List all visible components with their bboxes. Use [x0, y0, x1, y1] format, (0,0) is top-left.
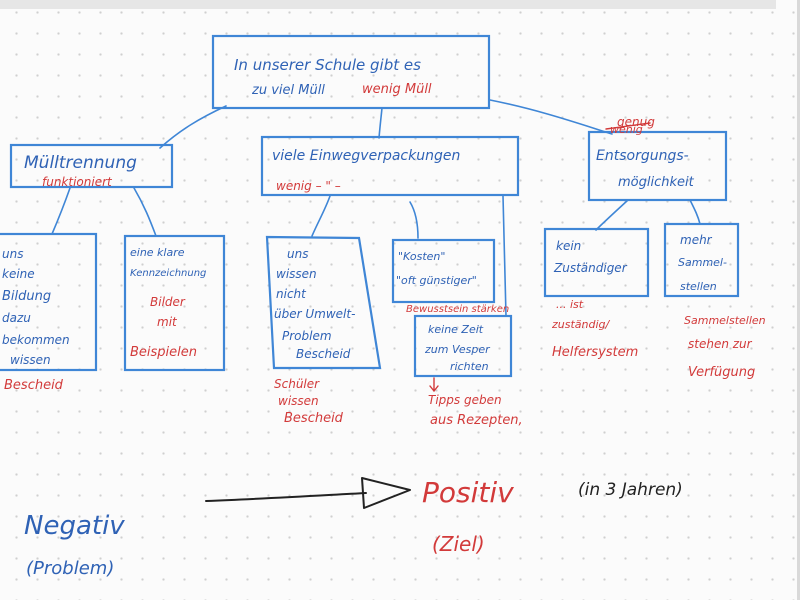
main-box-frame[interactable] — [211, 34, 491, 110]
legend-negativ: Negativ — [24, 511, 125, 541]
child-umweltproblem-line5: Problem — [282, 329, 332, 343]
connector-main-to-entsorgung — [489, 99, 613, 135]
node-einweg-correction: wenig – " – — [276, 179, 341, 193]
child-sammelstellen-line2: Sammel- — [678, 256, 727, 269]
child-kosten-frame[interactable] — [391, 238, 496, 304]
main-box-line1: In unserer Schule gibt es — [234, 56, 421, 74]
node-entsorgung-struck: wenig — [610, 123, 643, 136]
child-sammelstellen-correction2: stehen zur — [688, 337, 753, 351]
child-keine-zeit-correction2: aus Rezepten, — [430, 413, 523, 428]
node-einweg-label: viele Einwegverpackungen — [272, 148, 460, 164]
legend-positiv: Positiv — [422, 476, 514, 509]
arrow-down-icon — [429, 377, 439, 393]
connector-muell-to-child2 — [133, 187, 157, 237]
connector-entsorgung-to-child2 — [689, 199, 701, 225]
child-kosten-line2: "oft günstiger" — [396, 274, 477, 287]
child-kennzeichnung-line2: Kennzeichnung — [130, 268, 206, 279]
child-sammelstellen-frame[interactable] — [663, 222, 740, 298]
arrow-right-icon — [205, 492, 367, 502]
node-muelltrennung-correction: funktioniert — [42, 175, 113, 189]
strike-line — [605, 122, 651, 130]
connector-entsorgung-to-child1 — [595, 199, 629, 231]
child-keine-bildung-line1: uns — [2, 247, 23, 261]
child-umweltproblem-line2: wissen — [276, 267, 317, 281]
child-keine-bildung-line6: wissen — [10, 353, 51, 367]
main-box-correction: wenig Müll — [362, 82, 432, 97]
child-kennzeichnung-line1: eine klare — [130, 246, 185, 259]
child-keine-bildung-line4: dazu — [2, 311, 31, 325]
child-zustaendiger-line2: Zuständiger — [553, 261, 628, 275]
child-sammelstellen-line3: stellen — [680, 280, 717, 293]
node-entsorgung-correction: genug — [617, 115, 655, 129]
child-keine-bildung-line2: keine — [2, 267, 35, 281]
connector-main-to-einweg — [378, 107, 383, 139]
child-zustaendiger-correction3: Helfersystem — [552, 345, 638, 360]
child-zustaendiger-line1: kein — [556, 239, 581, 253]
connector-einweg-to-child1 — [311, 195, 331, 237]
child-umweltproblem-line1: uns — [287, 247, 308, 261]
top-toolbar-strip — [0, 0, 776, 9]
legend-negativ-sub: (Problem) — [26, 558, 114, 579]
child-keine-bildung-line3: Bildung — [2, 289, 51, 304]
connector-einweg-to-child2 — [409, 201, 419, 239]
child-sammelstellen-line1: mehr — [680, 233, 713, 247]
legend-positiv-paren: (in 3 Jahren) — [578, 480, 683, 500]
arrow-head — [361, 477, 411, 509]
right-scrollbar[interactable] — [797, 0, 800, 600]
connector-main-to-muelltrennung — [159, 105, 227, 149]
child-keine-zeit-line2: zum Vesper — [424, 343, 491, 356]
child-zustaendiger-correction1: ... ist — [556, 298, 584, 311]
child-umweltproblem-line4: über Umwelt- — [274, 307, 355, 321]
child-umweltproblem-frame[interactable] — [265, 235, 382, 370]
child-zustaendiger-frame[interactable] — [543, 227, 650, 298]
node-entsorgung-frame[interactable] — [587, 130, 728, 202]
connector-einweg-to-child3 — [502, 195, 507, 317]
child-kennzeichnung-correction3: Beispielen — [130, 345, 197, 360]
node-einweg-frame[interactable] — [260, 135, 520, 197]
child-umweltproblem-correction3: Bescheid — [284, 411, 344, 426]
node-muelltrennung-label: Mülltrennung — [24, 153, 137, 173]
child-umweltproblem-line6: Bescheid — [296, 347, 351, 361]
node-entsorgung-line1: Entsorgungs- — [596, 148, 689, 164]
legend-positiv-sub: (Ziel) — [432, 532, 485, 556]
child-zustaendiger-correction2: zuständig/ — [551, 318, 611, 331]
child-sammelstellen-correction3: Verfügung — [688, 365, 755, 380]
child-keine-zeit-line1: keine Zeit — [428, 323, 484, 336]
main-box-line2: zu viel Müll — [251, 83, 325, 98]
child-keine-zeit-correction1: Tipps geben — [428, 393, 502, 407]
child-keine-zeit-line3: richten — [450, 360, 489, 373]
child-keine-bildung-correction: Bescheid — [4, 378, 64, 393]
child-keine-zeit-frame[interactable] — [413, 314, 513, 378]
child-keine-bildung-line5: bekommen — [2, 333, 70, 347]
node-entsorgung-line2: möglichkeit — [618, 175, 695, 190]
child-sammelstellen-correction1: Sammelstellen — [684, 314, 766, 327]
connector-muell-to-child1 — [51, 187, 71, 235]
child-kennzeichnung-frame[interactable] — [123, 234, 226, 372]
child-umweltproblem-correction1: Schüler — [274, 377, 320, 391]
child-umweltproblem-line3: nicht — [276, 287, 307, 301]
child-kosten-correction: Bewusstsein stärken — [406, 304, 509, 315]
node-muelltrennung-frame[interactable] — [9, 143, 174, 189]
child-kennzeichnung-correction1: Bilder — [150, 295, 186, 309]
child-keine-bildung-frame[interactable] — [0, 232, 98, 372]
child-kennzeichnung-correction2: mit — [157, 315, 178, 329]
child-kosten-line1: "Kosten" — [398, 250, 445, 263]
child-umweltproblem-correction2: wissen — [278, 394, 319, 408]
